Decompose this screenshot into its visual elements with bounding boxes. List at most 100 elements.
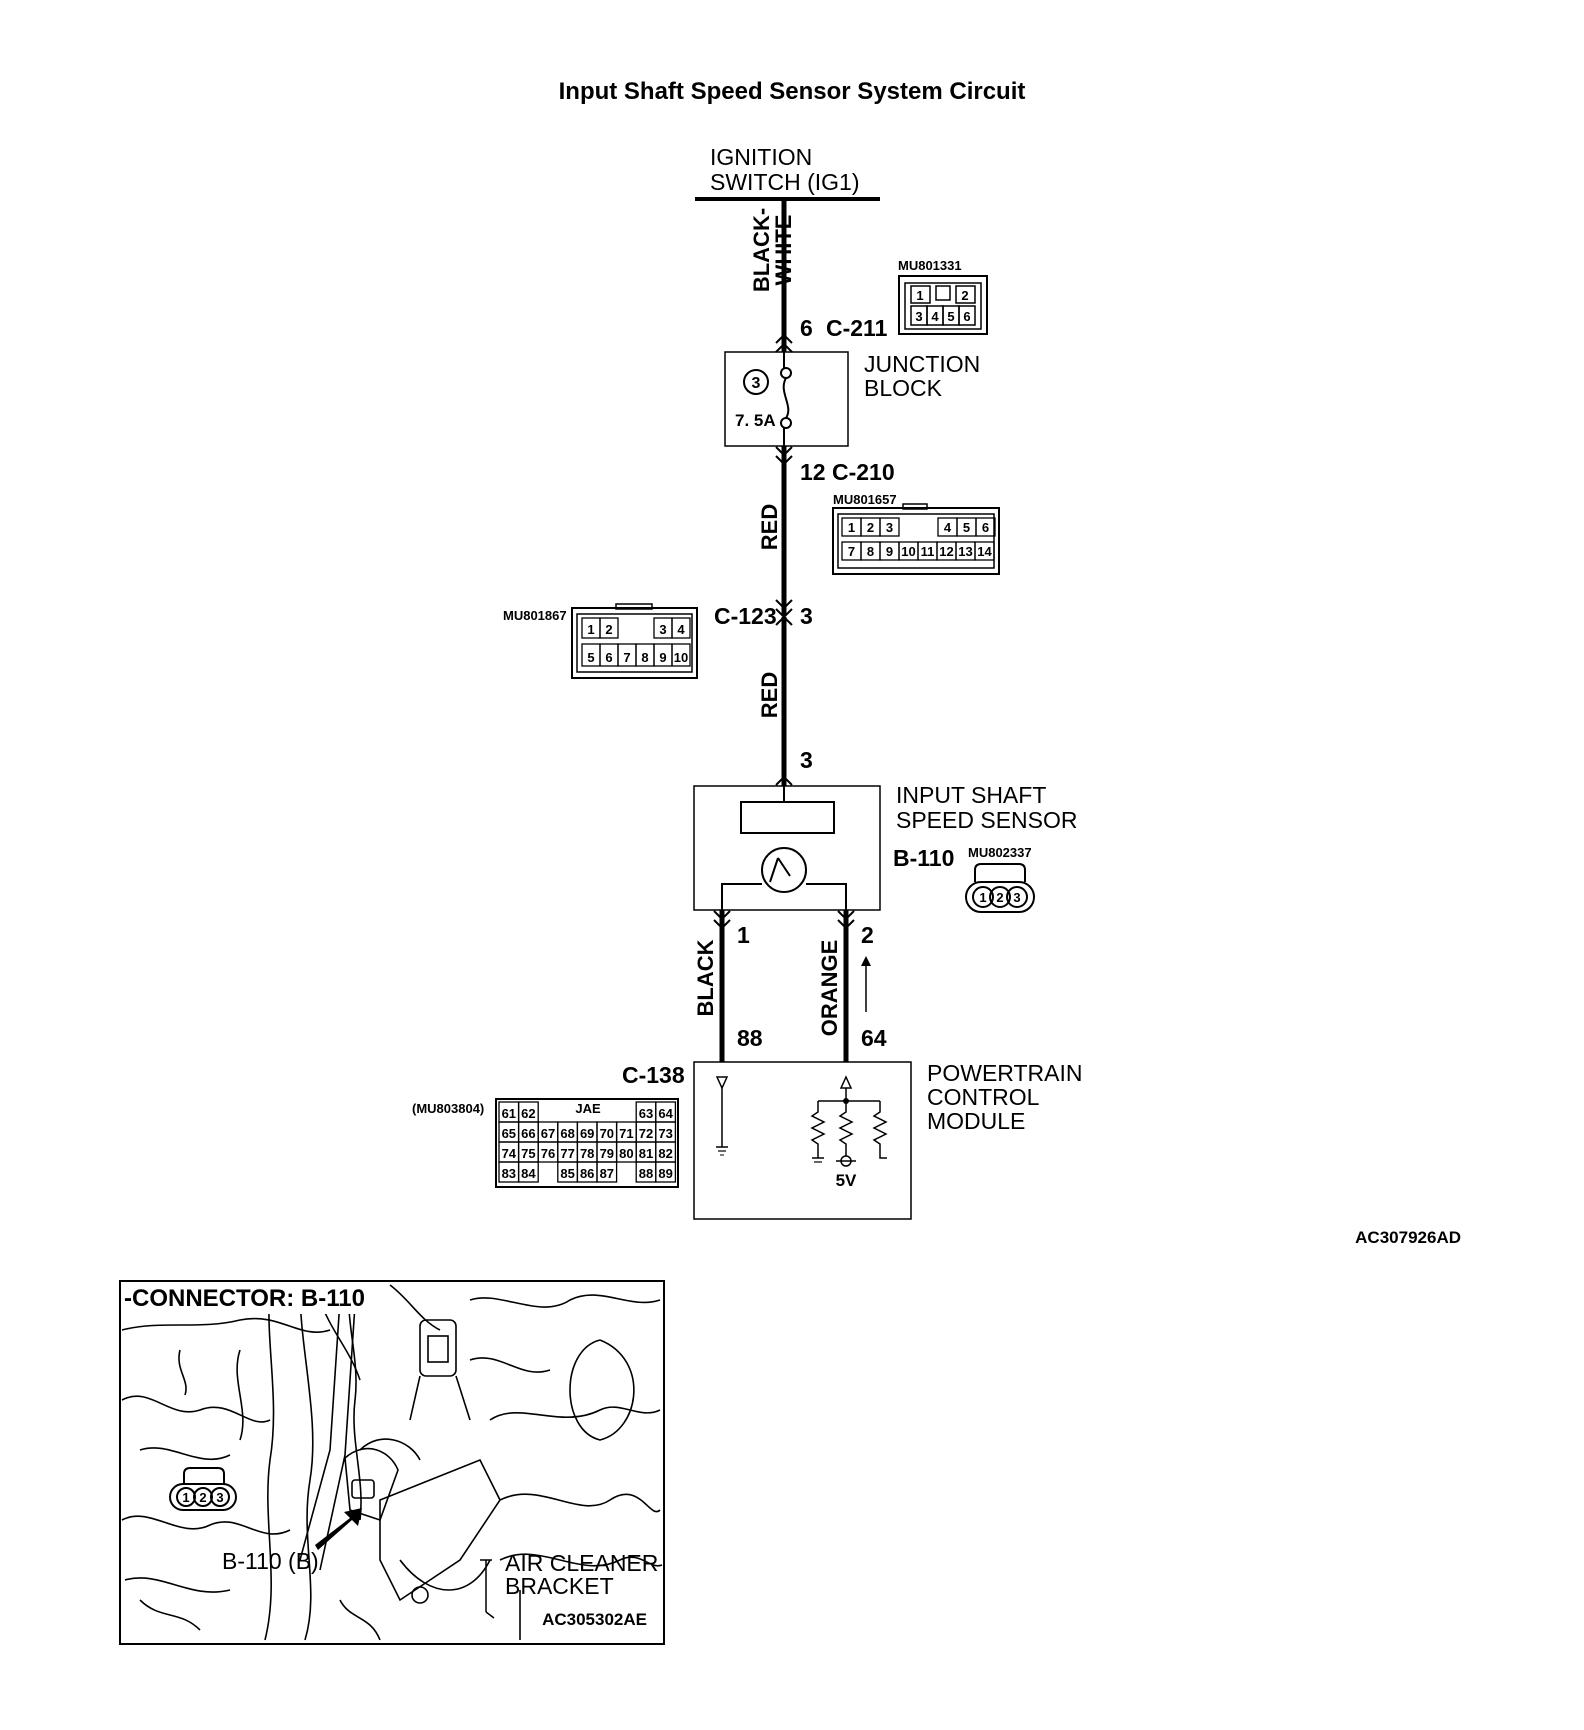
junction-block-label-2: BLOCK — [864, 375, 943, 401]
pcm-pin-88: 88 — [737, 1025, 763, 1051]
c138-cell — [596, 1161, 618, 1183]
c123-cell-label: 10 — [674, 650, 688, 665]
sensor-label-1: INPUT SHAFT — [896, 782, 1046, 808]
c138-part-number: (MU803804) — [412, 1101, 484, 1116]
sensor-transistor-symbol — [721, 847, 847, 910]
c138-cell-label: 76 — [541, 1146, 555, 1161]
c138-cell-label: 81 — [639, 1146, 653, 1161]
c138-cell-label: 78 — [580, 1146, 594, 1161]
c210-cell-label: 8 — [867, 544, 874, 559]
svg-text:5: 5 — [947, 309, 954, 324]
c138-cell-label: 87 — [600, 1166, 614, 1181]
svg-text:JAE: JAE — [575, 1101, 601, 1116]
sensor-pin-1: 1 — [737, 922, 750, 948]
c138-cell-label: 70 — [600, 1126, 614, 1141]
c123-cell-label: 5 — [587, 650, 594, 665]
c123-cell-label: 1 — [587, 622, 594, 637]
b110-part-number: MU802337 — [968, 845, 1032, 860]
pcm-pin-64: 64 — [861, 1025, 887, 1051]
wire-label-red-lower: RED — [757, 672, 782, 718]
c138-cell — [655, 1161, 677, 1183]
photo-connector-face-icon: 1 2 3 — [169, 1467, 237, 1511]
svg-text:3: 3 — [216, 1490, 223, 1505]
c138-cell-label: 77 — [560, 1146, 574, 1161]
fuse-number: 3 — [752, 375, 761, 392]
c138-cell-label: 72 — [639, 1126, 653, 1141]
sensor-element — [740, 801, 835, 834]
c138-cell-label: 84 — [521, 1166, 536, 1181]
c123-cell-label: 3 — [659, 622, 666, 637]
c210-cell — [975, 517, 996, 537]
c123-name: C-123 — [714, 603, 777, 629]
c138-cell-label: 88 — [639, 1166, 653, 1181]
svg-text:1: 1 — [916, 288, 923, 303]
pcm-box — [693, 1061, 912, 1220]
c210-cell-label: 6 — [982, 520, 989, 535]
c138-cell-label: 83 — [502, 1166, 516, 1181]
c210-cell-label: 1 — [848, 520, 855, 535]
c138-cell-label: 82 — [658, 1146, 672, 1161]
c210-cell-label: 7 — [848, 544, 855, 559]
svg-text:2: 2 — [199, 1490, 206, 1505]
c138-cell-label: 62 — [521, 1106, 535, 1121]
b110-name: B-110 — [893, 845, 954, 871]
figure-code-circuit: AC307926AD — [1355, 1228, 1461, 1247]
c123-cell-label: 2 — [605, 622, 612, 637]
svg-text:6: 6 — [963, 309, 970, 324]
wire-label-black-white: BLACK- WHITE — [749, 208, 796, 292]
c138-cell-label: 63 — [639, 1106, 653, 1121]
svg-text:1: 1 — [979, 890, 986, 905]
pcm-voltage: 5V — [836, 1171, 857, 1190]
svg-text:3: 3 — [1013, 890, 1020, 905]
c210-cell-label: 9 — [886, 544, 893, 559]
figure-code-photo: AC305302AE — [542, 1610, 647, 1629]
c138-cell-label: 68 — [560, 1126, 574, 1141]
c210-part-number: MU801657 — [833, 492, 897, 507]
c138-cell-label: 75 — [521, 1146, 535, 1161]
c138-cell-label: 69 — [580, 1126, 594, 1141]
svg-text:RED: RED — [757, 504, 782, 550]
c210-cell-label: 12 — [939, 544, 953, 559]
svg-text:3: 3 — [915, 309, 922, 324]
svg-text:4: 4 — [931, 309, 939, 324]
fuse-rating: 7. 5A — [735, 411, 776, 430]
c138-cell-label: 64 — [658, 1106, 673, 1121]
sensor-pin-3: 3 — [800, 747, 813, 773]
c123-cell-label: 6 — [605, 650, 612, 665]
wire-label-red-upper: RED — [757, 504, 782, 550]
b110-connector-face: 1 2 3 — [965, 863, 1035, 913]
svg-text:BLACK: BLACK — [693, 939, 718, 1016]
c123-part-number: MU801867 — [503, 608, 567, 623]
sensor-pin-2: 2 — [861, 922, 874, 948]
sensor-label-2: SPEED SENSOR — [896, 807, 1078, 833]
wire-label-orange: ORANGE — [817, 940, 842, 1037]
c138-cell-label: 73 — [658, 1126, 672, 1141]
c210-pin: 12 — [800, 459, 826, 485]
c138-cell-label: 65 — [502, 1126, 516, 1141]
pcm-label-3: MODULE — [927, 1108, 1025, 1134]
c210-cell-label: 11 — [921, 544, 935, 559]
c138-cell-label: 89 — [658, 1166, 672, 1181]
c123-cell-label: 8 — [641, 650, 648, 665]
c138-cell-label: 66 — [521, 1126, 535, 1141]
c138-cell-label: 85 — [560, 1166, 574, 1181]
svg-text:BLACK-: BLACK- — [749, 208, 774, 292]
c210-cell-label: 3 — [886, 520, 893, 535]
c210-terminal-mark — [775, 446, 793, 466]
c123-pin: 3 — [800, 603, 813, 629]
photo-bracket-label-1: AIR CLEANER — [505, 1550, 658, 1576]
c210-cell-label: 5 — [963, 520, 970, 535]
c210-cell — [974, 541, 995, 561]
pcm-input-circuit — [810, 1075, 888, 1167]
c210-name: C-210 — [832, 459, 895, 485]
wire-label-black: BLACK — [693, 939, 718, 1016]
c123-cell-label: 4 — [677, 622, 685, 637]
diagram-title: Input Shaft Speed Sensor System Circuit — [559, 78, 1026, 105]
svg-text:RED: RED — [757, 672, 782, 718]
c138-cell-label: 79 — [600, 1146, 614, 1161]
c211-part-number: MU801331 — [898, 258, 962, 273]
